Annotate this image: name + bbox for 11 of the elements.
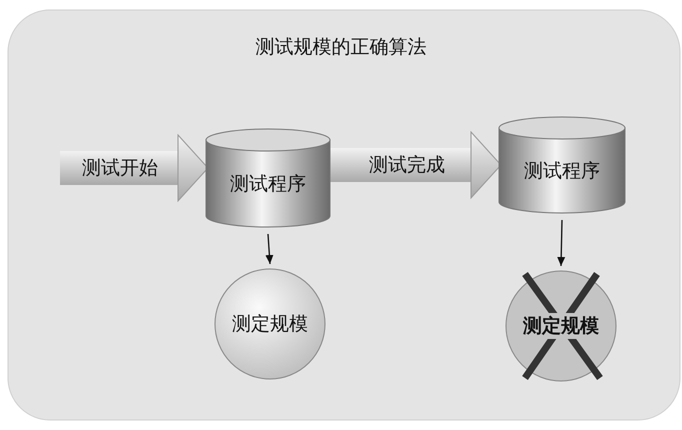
node-label: 测定规模 [232,312,308,337]
title: 测试规模的正确算法 [256,36,426,58]
node-label: 测定规模 [521,313,601,339]
edge-label: 测试完成 [369,153,445,178]
block-arrow [60,134,208,202]
block-arrow [329,132,502,198]
edge-label: 测试开始 [82,156,158,181]
arrow [557,220,566,266]
node-label: 测试程序 [524,159,600,184]
arrow [265,234,274,264]
node-label: 测试程序 [230,172,306,197]
